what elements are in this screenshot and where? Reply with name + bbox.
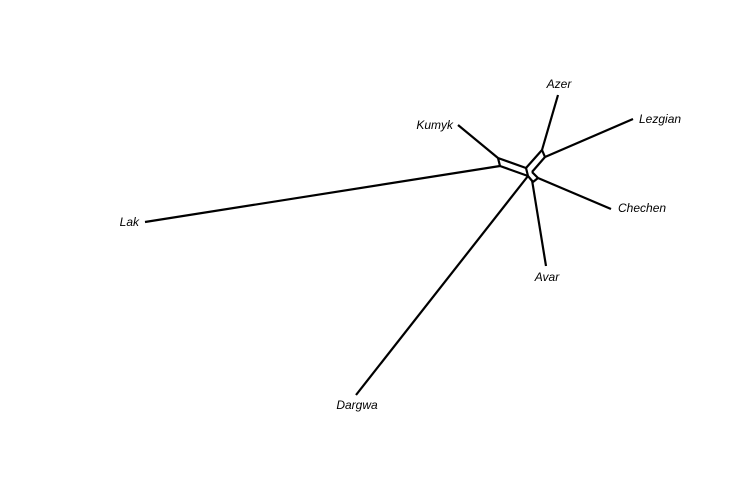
reticulation-edge (525, 149, 543, 169)
reticulation-edge (531, 171, 539, 179)
network-edges (144, 94, 634, 396)
reticulation-edge (497, 156, 527, 170)
taxon-label-avar: Avar (534, 270, 560, 284)
taxon-label-lezgian: Lezgian (639, 112, 681, 126)
edge-azer (540, 94, 560, 151)
reticulation-edge (524, 167, 530, 177)
taxon-label-lak: Lak (120, 215, 140, 229)
edge-avar (530, 179, 548, 267)
reticulation-edge (499, 164, 529, 178)
taxon-label-chechen: Chechen (618, 201, 666, 215)
edge-chechen (537, 176, 612, 211)
taxon-label-azer: Azer (546, 77, 573, 91)
reticulation-edge (496, 157, 502, 167)
edge-lak (144, 164, 501, 224)
edge-kumyk (457, 124, 499, 159)
reticulation-edge (532, 177, 539, 183)
edge-dargwa (355, 175, 529, 396)
taxon-label-dargwa: Dargwa (336, 398, 378, 412)
reticulation-edge (540, 149, 547, 158)
edge-lezgian (544, 117, 634, 159)
reticulation-edge (531, 156, 546, 173)
taxon-labels: Azer Lezgian Kumyk Lak Chechen Avar Darg… (120, 77, 682, 412)
taxon-label-kumyk: Kumyk (416, 118, 454, 132)
